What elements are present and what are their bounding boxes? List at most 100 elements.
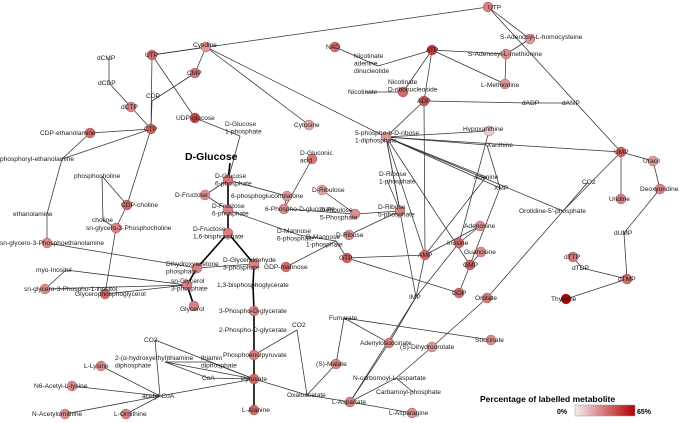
node-cmp[interactable] [189, 67, 201, 79]
node-inosine[interactable] [453, 237, 465, 249]
label-fumarate: Fumarate [329, 315, 358, 322]
label-asn: L-Asparagine [389, 410, 429, 417]
node-dttp[interactable] [567, 251, 579, 263]
node-ribulose[interactable] [316, 184, 328, 196]
node-lys[interactable] [95, 360, 107, 372]
node-thymine[interactable] [560, 293, 572, 305]
label-adenine: Adenine [474, 174, 499, 181]
node-ribose[interactable] [343, 229, 355, 241]
node-cytidine[interactable] [200, 41, 212, 53]
node-sngpi[interactable] [39, 283, 51, 295]
node-gdpman[interactable] [280, 261, 292, 273]
edge-phoseta-eta [46, 158, 63, 215]
node-gpg[interactable] [99, 288, 111, 300]
label-sahc: S-Adenosyl-L-homocysteine [500, 34, 583, 41]
node-ump[interactable] [615, 146, 627, 158]
edge-acoa-orn [125, 395, 161, 415]
edge-prpp-o5p [385, 136, 564, 212]
node-udpglc[interactable] [189, 112, 201, 124]
edge-co2a-oaa [296, 329, 308, 396]
node-nacorn[interactable] [59, 408, 71, 420]
node-utp_top[interactable] [482, 1, 494, 13]
node-uracil[interactable] [647, 155, 659, 167]
node-g3p[interactable] [181, 279, 193, 291]
edge-man1p-gdpman [285, 240, 337, 268]
node-glycerol[interactable] [188, 300, 200, 312]
node-dctp[interactable] [125, 101, 137, 113]
node-hypox[interactable] [483, 125, 495, 137]
node-cdpeta[interactable] [84, 127, 96, 139]
node-gluconic[interactable] [306, 153, 318, 165]
node-prpp[interactable] [380, 131, 392, 143]
node-adp[interactable] [418, 95, 430, 107]
node-pgluc[interactable] [278, 203, 290, 215]
node-sngpc[interactable] [110, 222, 122, 234]
node-g6p[interactable] [222, 174, 234, 186]
node-atp[interactable] [426, 44, 438, 56]
label-gdp: GDP [452, 290, 467, 297]
node-fbp[interactable] [222, 227, 234, 239]
node-ru5p[interactable] [349, 208, 361, 220]
node-guanosine[interactable] [475, 246, 487, 258]
node-fru[interactable] [199, 189, 211, 201]
edge-dhoro-orotate [431, 297, 488, 348]
node-r5p[interactable] [394, 205, 406, 217]
node-n6acl[interactable] [66, 380, 78, 392]
node-dtmp[interactable] [621, 273, 633, 285]
node-malate[interactable] [330, 358, 342, 370]
node-utp_left[interactable] [146, 49, 158, 61]
node-ctp[interactable] [145, 123, 157, 135]
edge-ctp-cdpeta [89, 128, 152, 134]
node-sngpe[interactable] [41, 237, 53, 249]
node-gdp[interactable] [453, 287, 465, 299]
label-pglnl: 6-phosphogluconolatone [231, 193, 304, 200]
label-atp: ATP [426, 47, 439, 54]
node-deoxyu[interactable] [654, 183, 666, 195]
label-ctp: CTP [144, 126, 158, 133]
edge-dhap-gap [196, 263, 255, 269]
node-amp[interactable] [419, 249, 431, 261]
node-cdpcho[interactable] [121, 199, 133, 211]
node-lmet[interactable] [499, 78, 511, 90]
node-orn[interactable] [120, 408, 132, 420]
node-adenosine[interactable] [474, 220, 486, 232]
label-orn: L-Ornithine [114, 411, 147, 418]
node-dhap[interactable] [191, 262, 203, 274]
node-sahc[interactable] [524, 33, 536, 45]
highlight-label: D-Glucose [185, 151, 238, 163]
node-adsucc[interactable] [383, 337, 395, 349]
node-gap[interactable] [248, 258, 260, 270]
label-imp: IMP [409, 294, 421, 301]
node-ala[interactable] [248, 404, 260, 416]
edge-orotate-o5p [486, 210, 564, 299]
node-namn[interactable] [397, 86, 409, 98]
node-pg3[interactable] [248, 305, 260, 317]
node-uridine[interactable] [615, 193, 627, 205]
node-sam[interactable] [500, 48, 512, 60]
node-pyr[interactable] [248, 373, 260, 385]
node-f6p[interactable] [222, 204, 234, 216]
node-succ[interactable] [485, 334, 497, 346]
edge-oaa-asp [306, 394, 351, 403]
node-orotate[interactable] [481, 292, 493, 304]
edge-dcdp-dctp [108, 82, 132, 108]
metabolite-nodes [39, 1, 666, 420]
edge-hypox-inosine [458, 130, 490, 244]
node-dhoro[interactable] [426, 341, 438, 353]
node-cytosine[interactable] [303, 119, 315, 131]
edge-fumarate-succ [343, 317, 492, 341]
node-nad[interactable] [329, 41, 341, 53]
node-pep[interactable] [248, 349, 260, 361]
node-asn[interactable] [406, 407, 418, 419]
node-gmp[interactable] [464, 259, 476, 271]
node-gtp[interactable] [341, 252, 353, 264]
label-pyr: Pyruvate [241, 376, 267, 383]
label-dtmp: dTMP [618, 276, 636, 283]
label-phoseta: phosphoryl-ethanolamine [0, 156, 74, 163]
node-pglnl[interactable] [281, 190, 293, 202]
edge-utp_left-udpglc [151, 54, 196, 119]
node-asp[interactable] [344, 396, 356, 408]
edge-asp-asn [349, 401, 413, 414]
label-nacorn: N-Acetylornithine [32, 411, 83, 418]
label-uridine: Uridine [609, 196, 630, 203]
